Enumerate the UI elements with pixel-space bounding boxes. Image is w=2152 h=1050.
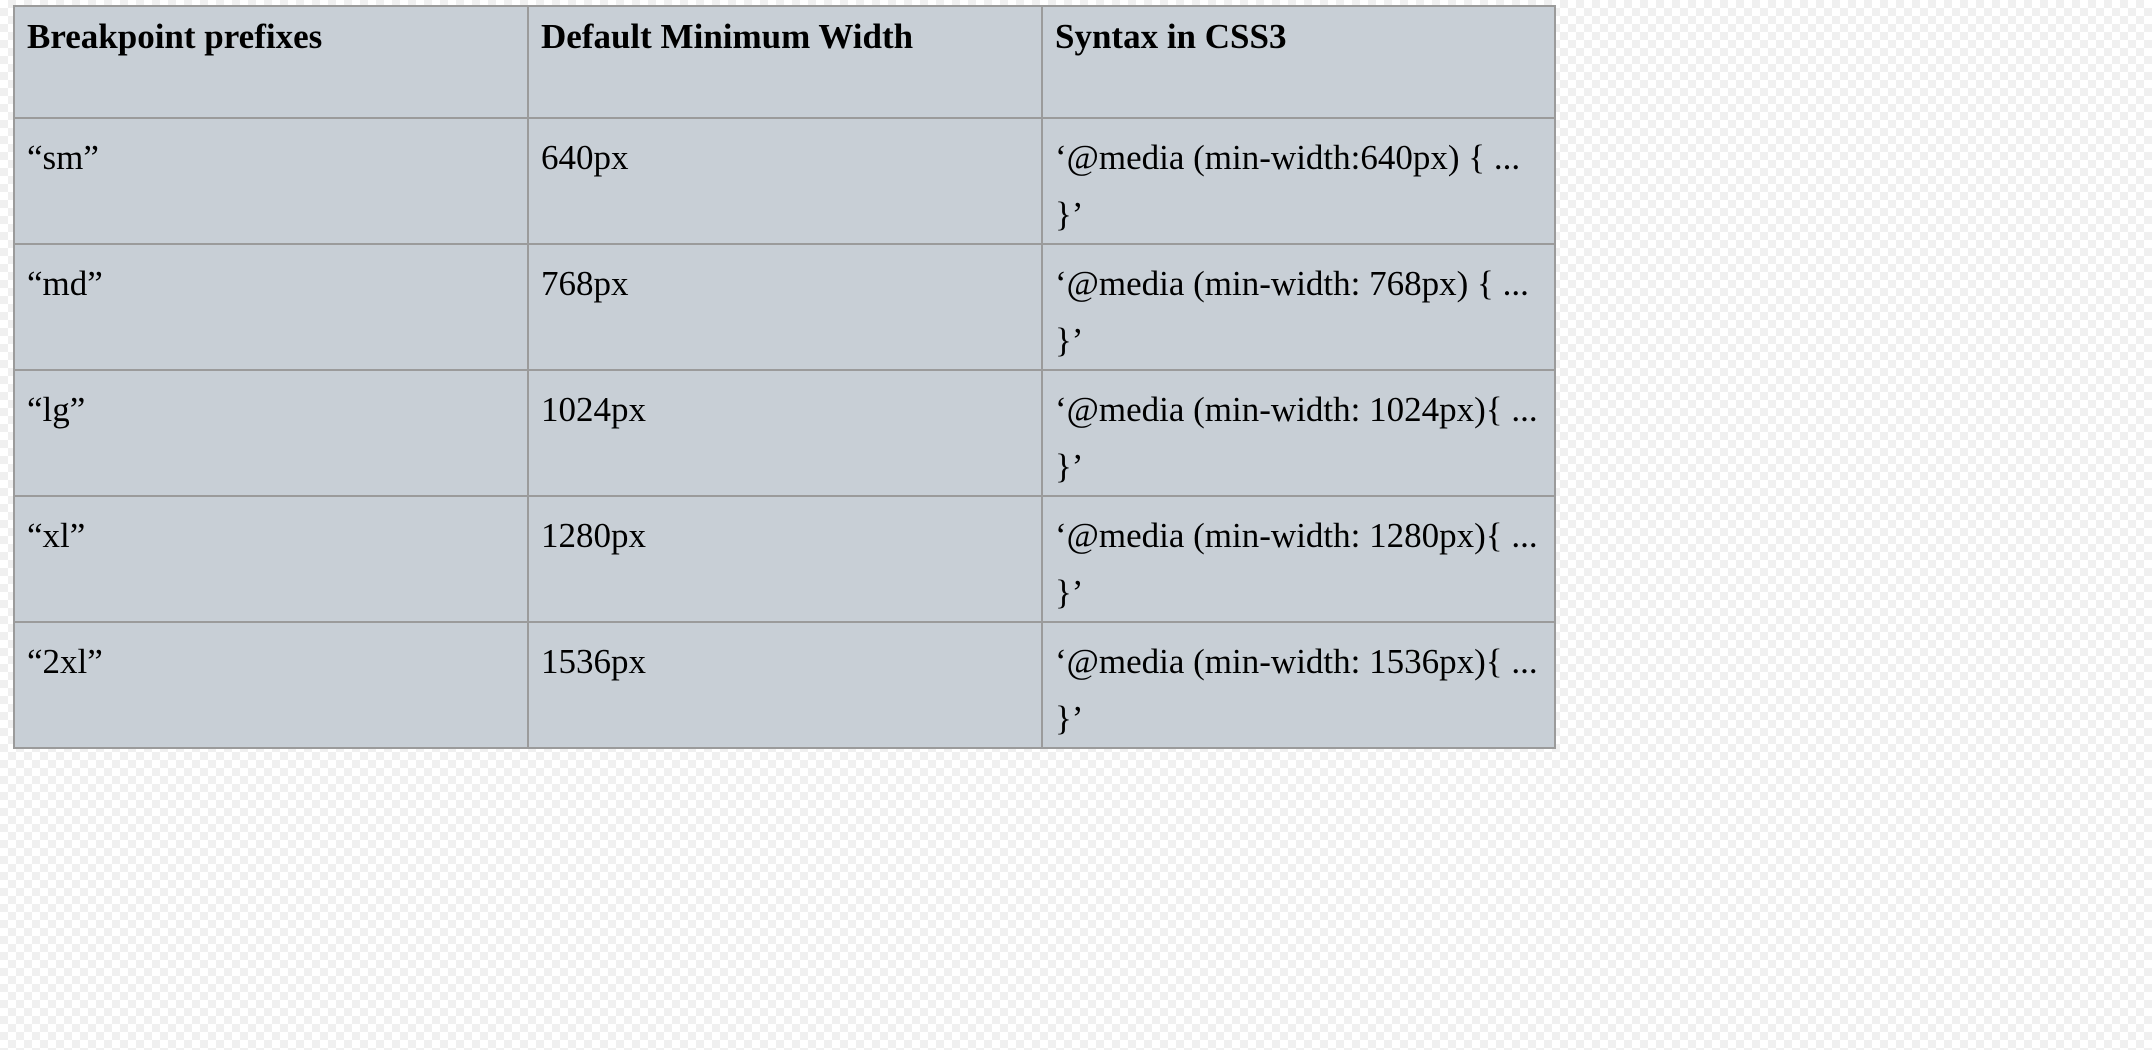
prefix-cell: “2xl” xyxy=(13,621,529,749)
table-row: “md” 768px ‘@media (min-width: 768px) { … xyxy=(13,243,1556,371)
min-width-cell: 768px xyxy=(527,243,1043,371)
min-width-cell: 640px xyxy=(527,117,1043,245)
table-row: “sm” 640px ‘@media (min-width:640px) { .… xyxy=(13,117,1556,245)
prefix-cell: “md” xyxy=(13,243,529,371)
min-width-cell: 1536px xyxy=(527,621,1043,749)
prefix-cell: “sm” xyxy=(13,117,529,245)
prefix-cell: “lg” xyxy=(13,369,529,497)
prefix-cell: “xl” xyxy=(13,495,529,623)
breakpoint-table: Breakpoint prefixes Default Minimum Widt… xyxy=(13,5,1556,749)
syntax-cell: ‘@media (min-width: 1024px){ ... }’ xyxy=(1041,369,1556,497)
header-default-minimum-width: Default Minimum Width xyxy=(527,5,1043,119)
table-body: “sm” 640px ‘@media (min-width:640px) { .… xyxy=(13,117,1556,749)
min-width-cell: 1280px xyxy=(527,495,1043,623)
table-row: “xl” 1280px ‘@media (min-width: 1280px){… xyxy=(13,495,1556,623)
min-width-cell: 1024px xyxy=(527,369,1043,497)
header-syntax-in-css3: Syntax in CSS3 xyxy=(1041,5,1556,119)
table-row: “lg” 1024px ‘@media (min-width: 1024px){… xyxy=(13,369,1556,497)
table-row: “2xl” 1536px ‘@media (min-width: 1536px)… xyxy=(13,621,1556,749)
header-row: Breakpoint prefixes Default Minimum Widt… xyxy=(13,5,1556,119)
syntax-cell: ‘@media (min-width: 1280px){ ... }’ xyxy=(1041,495,1556,623)
syntax-cell: ‘@media (min-width:640px) { ... }’ xyxy=(1041,117,1556,245)
syntax-cell: ‘@media (min-width: 1536px){ ... }’ xyxy=(1041,621,1556,749)
table-header: Breakpoint prefixes Default Minimum Widt… xyxy=(13,5,1556,119)
header-breakpoint-prefixes: Breakpoint prefixes xyxy=(13,5,529,119)
syntax-cell: ‘@media (min-width: 768px) { ... }’ xyxy=(1041,243,1556,371)
